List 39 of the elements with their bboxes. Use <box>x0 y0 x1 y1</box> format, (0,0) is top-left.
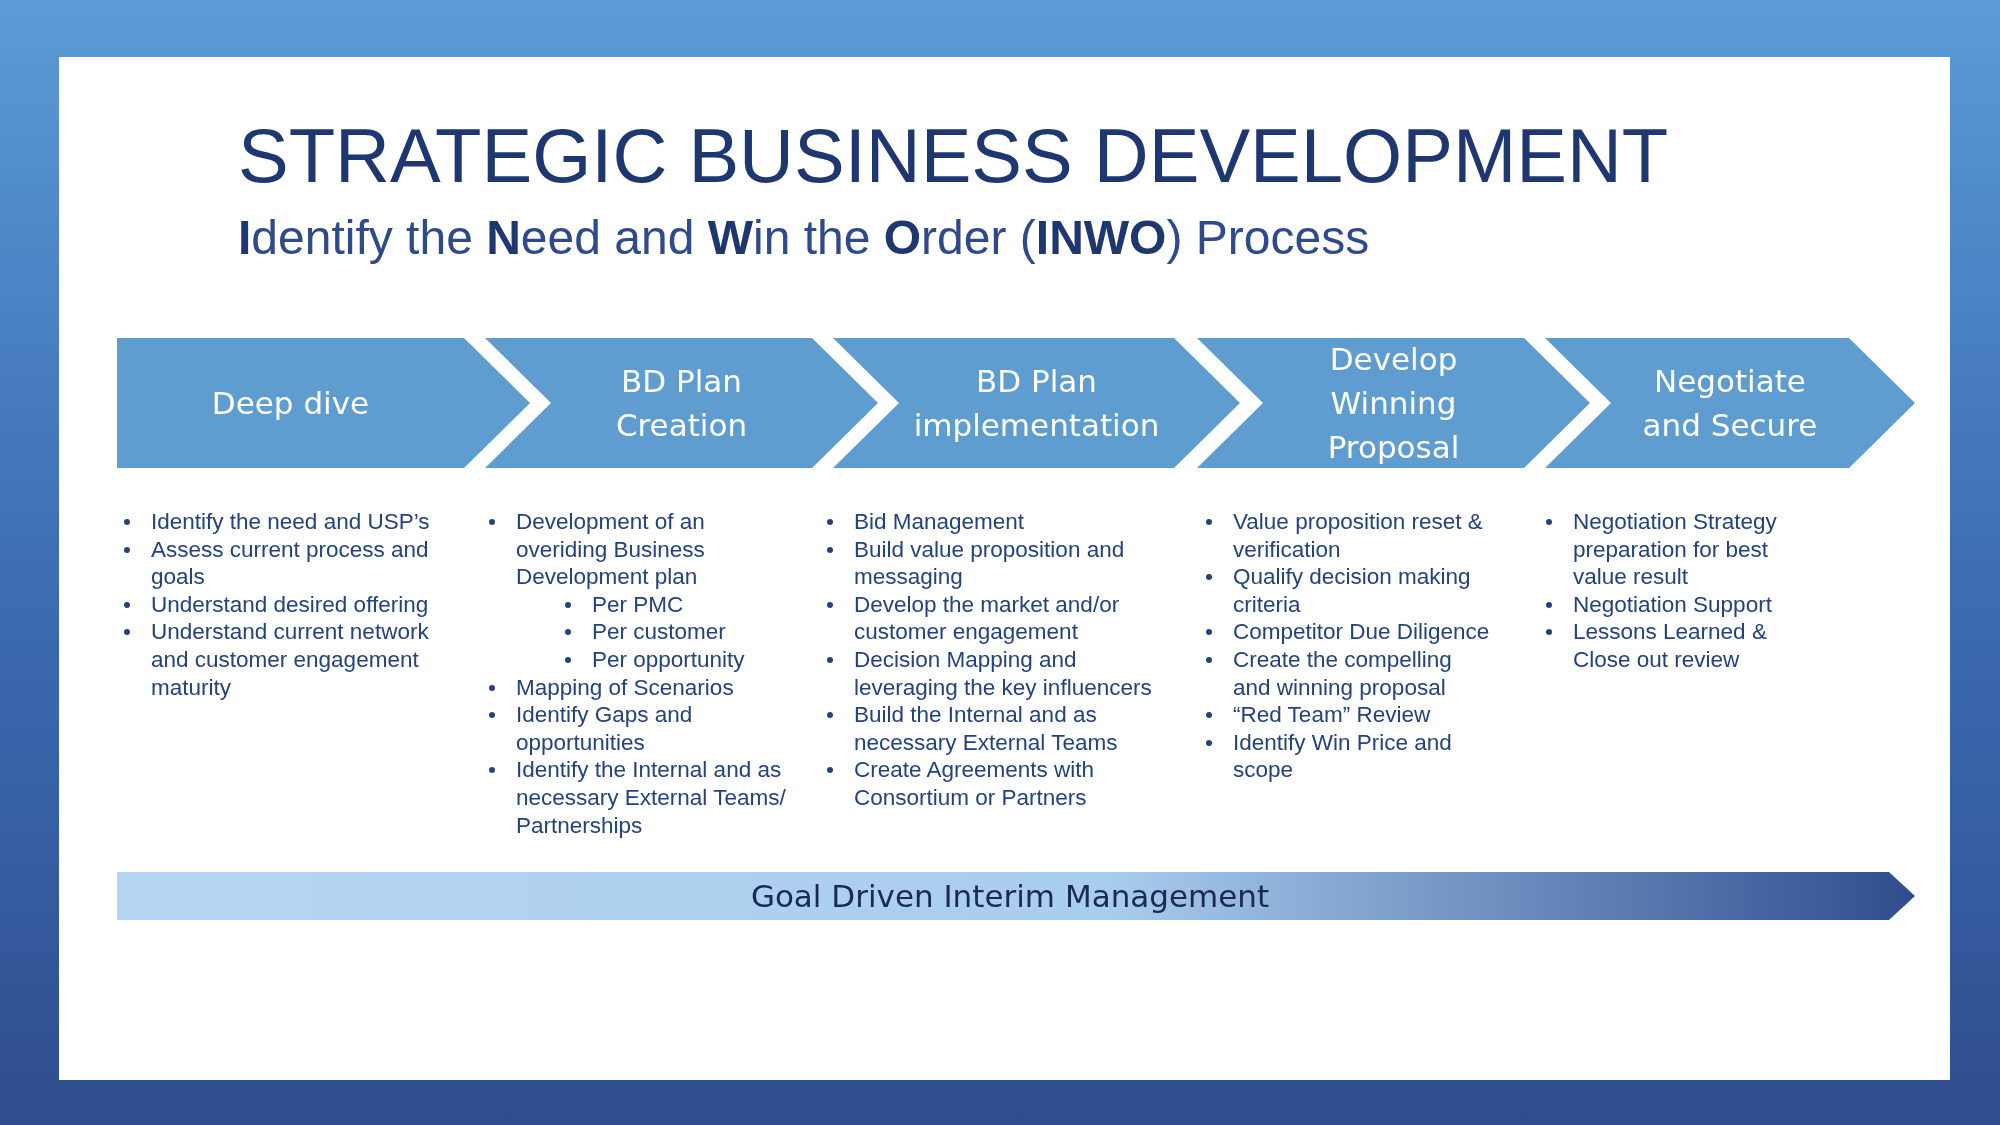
bullet-text: Identify Win Price and scope <box>1233 729 1452 783</box>
bullet-text: Negotiation Support <box>1573 591 1772 617</box>
bullet-text: Develop the market and/or customer engagement <box>854 591 1120 645</box>
bullet-text: “Red Team” Review <box>1233 702 1431 728</box>
bullet-text: Identify the need and USP’s <box>151 509 430 534</box>
bullet-text: Identify the Internal and as necessary External Teams/ Partnerships <box>516 757 786 838</box>
chevron-step <box>117 338 530 468</box>
step-title: Negotiate and Secure <box>1641 362 1819 445</box>
subtitle: Identify the Need and Win the Order (INWO) Process <box>238 210 1370 265</box>
bar-label: Goal Driven Interim Management <box>749 877 1271 916</box>
bullet-text: Competitor Due Diligence <box>1233 619 1490 645</box>
bullet-text: Understand desired offering <box>151 591 429 617</box>
chevron-step <box>1545 338 1915 468</box>
bullet-text: Assess current process and goals <box>151 536 429 590</box>
chevron-step <box>485 338 878 468</box>
bullet-text: Qualify decision making criteria <box>1233 564 1471 617</box>
bullet-text: Per customer <box>592 619 726 645</box>
bullet-text: Negotiation Strategy preparation for best value result <box>1573 509 1777 590</box>
title: STRATEGIC BUSINESS DEVELOPMENT <box>238 112 1669 199</box>
bullet-text: Development of an overiding Business Development plan <box>516 509 705 590</box>
bullet-text: Build the Internal and as necessary External Teams <box>854 702 1118 755</box>
bullet-text: Value proposition reset & verification <box>1233 509 1483 562</box>
chevron-step <box>833 338 1240 468</box>
bullet-text: Mapping of Scenarios <box>516 674 734 700</box>
step-title: BD Plan implementation <box>912 362 1161 445</box>
bullet-text: Understand current network and customer engagement maturity <box>151 619 429 700</box>
bullet-text: Decision Mapping and leveraging the key influencers <box>854 646 1152 700</box>
step-title: Deep dive <box>210 384 371 423</box>
bullet-text: Create Agreements with Consortium or Partners <box>854 757 1095 810</box>
bullet-text: Bid Management <box>854 509 1025 534</box>
bullet-text: Create the compelling and winning proposal <box>1233 646 1452 700</box>
bullet-text: Lessons Learned & Close out review <box>1573 619 1767 672</box>
chevron-step <box>1197 338 1590 468</box>
bullet-text: Per opportunity <box>592 646 745 672</box>
step-title: Develop Winning Proposal <box>1326 340 1461 467</box>
bullet-text: Per PMC <box>592 591 684 617</box>
step-title: BD Plan Creation <box>614 362 749 445</box>
bullet-text: Identify Gaps and opportunities <box>516 702 693 755</box>
bullet-text: Build value proposition and messaging <box>854 536 1125 590</box>
